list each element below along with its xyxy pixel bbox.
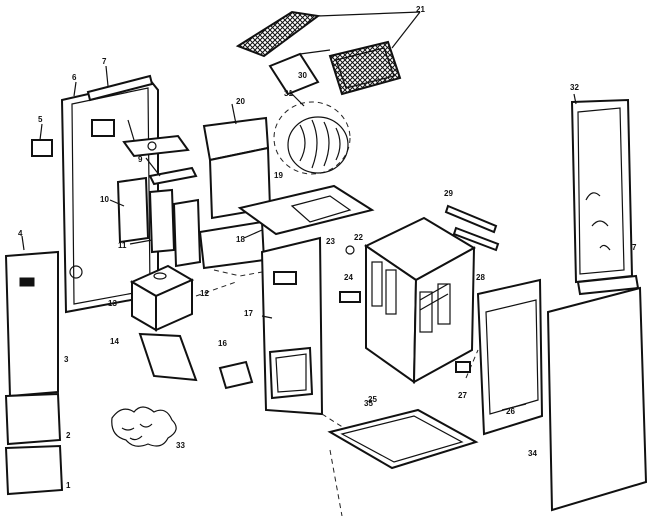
valve-fitting [339, 245, 471, 373]
transformer-box [129, 264, 195, 332]
callout-1: 1 [66, 481, 71, 490]
insulation-pile [111, 406, 177, 447]
bracket-rods [444, 204, 500, 252]
large-side-door [546, 286, 648, 512]
filter-top [235, 10, 321, 58]
callout-23: 23 [326, 237, 335, 246]
front-door-panel [4, 250, 59, 398]
drain-tray [138, 332, 198, 382]
callout-34: 34 [528, 449, 537, 458]
rear-right-panel [476, 278, 544, 436]
callout-7-right: 7 [632, 243, 637, 252]
callout-18: 18 [236, 235, 245, 244]
callout-2: 2 [66, 431, 71, 440]
callout-17: 17 [244, 309, 253, 318]
callout-24: 24 [344, 273, 353, 282]
base-pan [327, 408, 479, 470]
small-bracket [218, 360, 254, 390]
callout-3: 3 [64, 355, 69, 364]
callout-25: 25 [368, 395, 377, 404]
callout-9: 9 [138, 155, 143, 164]
top-strip [86, 74, 154, 102]
hidden-lines [195, 269, 479, 516]
burner-rail [148, 166, 198, 186]
callout-16: 16 [218, 339, 227, 348]
callout-labels: 1 2 3 4 5 6 7 7 9 10 11 12 13 14 16 17 1… [18, 5, 637, 490]
heat-exchanger [364, 216, 477, 384]
control-box [31, 139, 53, 157]
callout-33: 33 [176, 441, 185, 450]
callout-26: 26 [506, 407, 515, 416]
filter-rack [268, 49, 331, 96]
callout-31: 31 [284, 89, 293, 98]
callout-20: 20 [236, 97, 245, 106]
callout-7-left: 7 [102, 57, 107, 66]
callout-27: 27 [458, 391, 467, 400]
kick-plate-lower [4, 444, 64, 496]
center-front-panel [260, 236, 324, 416]
callout-12: 12 [200, 289, 209, 298]
callout-4: 4 [18, 229, 23, 238]
callout-30: 30 [298, 71, 307, 80]
shelf-bracket [122, 134, 190, 158]
glass-panel [570, 98, 634, 284]
callout-13: 13 [108, 299, 117, 308]
callout-19: 19 [274, 171, 283, 180]
top-panel-20 [198, 116, 272, 270]
inner-panels [116, 176, 202, 268]
leader-lines [21, 11, 577, 411]
blower-assembly [273, 101, 351, 175]
callout-11: 11 [118, 241, 127, 250]
callout-35: 35 [364, 399, 373, 408]
kick-plate-upper [4, 392, 62, 446]
callout-5: 5 [38, 115, 43, 124]
filter-right [328, 40, 402, 96]
callout-10: 10 [100, 195, 109, 204]
callout-21: 21 [416, 5, 425, 14]
callout-28: 28 [476, 273, 485, 282]
blower-deck [237, 184, 375, 236]
callout-29: 29 [444, 189, 453, 198]
callout-22: 22 [354, 233, 363, 242]
callout-14: 14 [110, 337, 119, 346]
callout-6: 6 [72, 73, 77, 82]
callout-32: 32 [570, 83, 579, 92]
